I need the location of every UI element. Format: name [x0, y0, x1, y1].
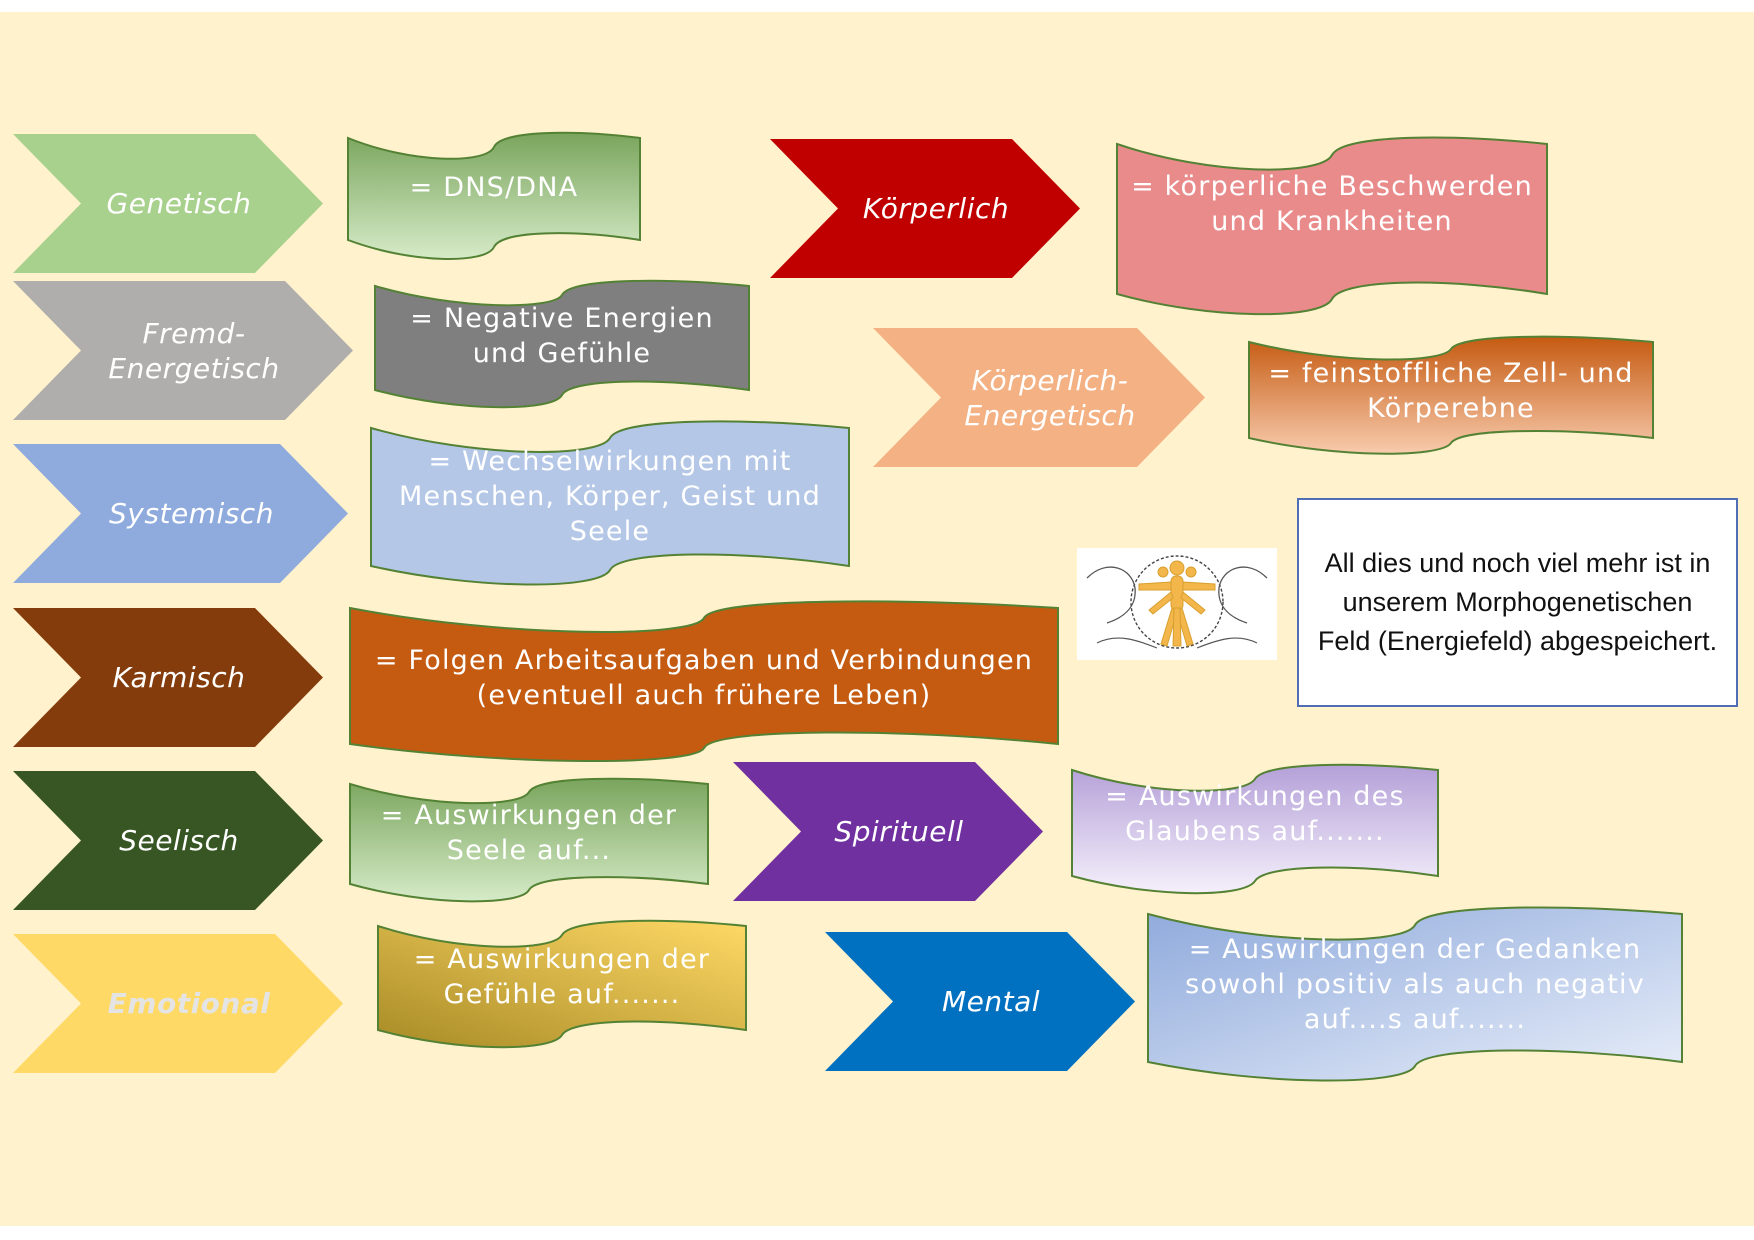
banner-text: = Auswirkungen der Gefühle auf....... [413, 944, 711, 1010]
vitruvian-figure-icon [1077, 548, 1277, 660]
banner-fremd-energetisch: = Negative Energien und Gefühle [373, 278, 751, 410]
chevron-label: Spirituell [834, 815, 964, 848]
chevron-koerperlich-energetisch: Körperlich- Energetisch [873, 328, 1205, 467]
banner-text: = Auswirkungen der Seele auf... [380, 800, 678, 866]
chevron-label: Genetisch [106, 187, 252, 220]
banner-spirituell: = Auswirkungen des Glaubens auf....... [1070, 762, 1440, 898]
chevron-systemisch: Systemisch [13, 444, 348, 583]
chevron-label: Mental [941, 985, 1041, 1018]
chevron-spirituell: Spirituell [733, 762, 1043, 901]
chevron-label: Körperlich [862, 192, 1010, 225]
chevron-label: Emotional [107, 987, 271, 1020]
banner-koerperlich-energetisch: = feinstoffliche Zell- und Körperebne [1247, 334, 1655, 458]
chevron-label: Fremd- Energetisch [108, 316, 280, 385]
chevron-label: Seelisch [119, 824, 239, 857]
chevron-label: Körperlich- Energetisch [964, 363, 1136, 432]
banner-genetisch: = DNS/DNA [346, 130, 642, 260]
banner-text: = DNS/DNA [409, 171, 579, 203]
banner-text: = körperliche Beschwerden und Krankheite… [1131, 171, 1533, 237]
chevron-seelisch: Seelisch [13, 771, 323, 910]
banner-text: = feinstoffliche Zell- und Körperebne [1268, 358, 1634, 424]
chevron-karmisch: Karmisch [13, 608, 323, 747]
banner-text: = Auswirkungen des Glaubens auf....... [1105, 781, 1405, 847]
banner-emotional: = Auswirkungen der Gefühle auf....... [376, 918, 748, 1052]
chevron-koerperlich: Körperlich [770, 139, 1080, 278]
chevron-label: Systemisch [109, 497, 274, 530]
chevron-fremd-energetisch: Fremd- Energetisch [13, 281, 353, 420]
chevron-emotional: Emotional [13, 934, 343, 1073]
banner-seelisch: = Auswirkungen der Seele auf... [348, 776, 710, 904]
banner-mental: = Auswirkungen der Gedanken sowohl posit… [1146, 904, 1684, 1086]
banner-text: = Negative Energien und Gefühle [410, 303, 714, 369]
banner-systemisch: = Wechselwirkungen mit Menschen, Körper,… [369, 418, 851, 590]
info-text: All dies und noch viel mehr ist in unser… [1317, 548, 1718, 656]
chevron-mental: Mental [825, 932, 1135, 1071]
banner-text: = Auswirkungen der Gedanken sowohl posit… [1185, 933, 1645, 1035]
info-box: All dies und noch viel mehr ist in unser… [1297, 498, 1738, 707]
banner-text: = Wechselwirkungen mit Menschen, Körper,… [399, 445, 821, 547]
chevron-genetisch: Genetisch [13, 134, 323, 273]
banner-karmisch: = Folgen Arbeitsaufgaben und Verbindunge… [348, 598, 1060, 766]
banner-text: = Folgen Arbeitsaufgaben und Verbindunge… [374, 645, 1034, 711]
chevron-label: Karmisch [112, 661, 246, 694]
banner-koerperlich: = körperliche Beschwerden und Krankheite… [1115, 134, 1549, 320]
